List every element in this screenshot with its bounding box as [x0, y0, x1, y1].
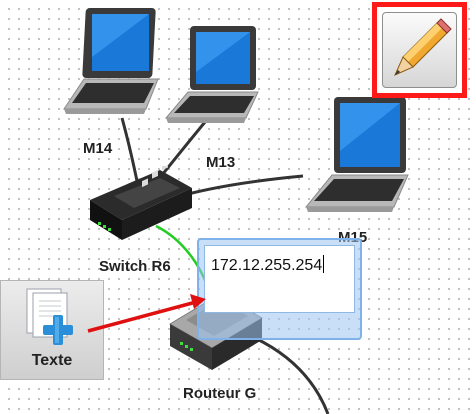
link-m15-switch[interactable]: [187, 174, 304, 196]
text-tool-button[interactable]: Texte: [0, 280, 104, 380]
laptop-icon: [304, 97, 409, 212]
laptop-icon: [63, 8, 159, 114]
edit-tool-frame: [382, 12, 457, 88]
text-cursor: [323, 255, 325, 273]
laptop-m14[interactable]: [58, 5, 168, 115]
laptop-m13[interactable]: [160, 24, 265, 124]
laptop-icon: [164, 26, 259, 123]
label-routeur-g: Routeur G: [183, 385, 257, 402]
link-router-device[interactable]: [254, 336, 330, 414]
label-switch-r6: Switch R6: [99, 258, 171, 275]
text-tool-label: Texte: [31, 352, 73, 369]
pencil-icon: [394, 18, 452, 76]
label-m14: M14: [83, 140, 113, 157]
edit-tool-button[interactable]: [372, 2, 467, 98]
label-m13: M13: [206, 154, 236, 171]
text-annotation-input[interactable]: 172.12.255.254: [204, 245, 355, 313]
laptop-m15[interactable]: [300, 95, 412, 215]
switch-r6[interactable]: [86, 144, 196, 246]
text-annotation-box[interactable]: 172.12.255.254: [197, 238, 362, 340]
document-add-icon: [26, 288, 73, 345]
text-annotation-value: 172.12.255.254: [211, 255, 325, 274]
switch-icon: [90, 144, 192, 240]
